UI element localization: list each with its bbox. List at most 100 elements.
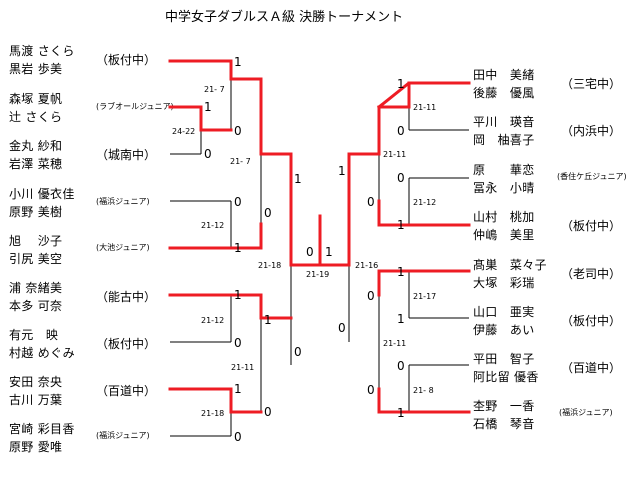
left-pair-8-player-2: 古川 万葉 xyxy=(9,393,63,407)
right-pair-6-player-2: 伊藤 あい xyxy=(473,323,535,337)
right-pair-7-team: （百道中） xyxy=(561,361,622,375)
right-pair-5-player-1: 髙巣 菜々子 xyxy=(473,258,547,272)
right-pair-2-player-2: 岡 柚喜子 xyxy=(473,133,535,147)
left-pair-9-player-1: 宮崎 彩目香 xyxy=(9,422,75,436)
score-l-r1b: 21-12 xyxy=(201,316,225,325)
left-pair-6-team: （能古中） xyxy=(96,290,157,304)
set-l-g: 0 xyxy=(234,336,242,350)
right-pair-4-player-2: 仲嶋 美里 xyxy=(473,228,535,242)
right-pair-1-player-1: 田中 美緒 xyxy=(473,68,535,82)
right-pair-8-player-2: 石橋 琴音 xyxy=(473,417,535,431)
set-l-a-top: 1 xyxy=(234,55,242,69)
right-pair-5-player-2: 大塚 彩瑞 xyxy=(473,276,535,290)
left-pair-5-player-1: 旭 沙子 xyxy=(9,234,63,248)
score-l-r1: 21- 7 xyxy=(204,85,225,94)
right-pair-1-team: （三宅中） xyxy=(561,77,622,91)
right-pair-1-player-2: 後藤 優風 xyxy=(473,86,535,100)
set-r-c: 0 xyxy=(397,171,405,185)
set-l-fg: 1 xyxy=(264,313,272,327)
right-pair-3-team: (香住ケ丘ジュニア) xyxy=(557,172,627,181)
set-r-e: 1 xyxy=(397,265,405,279)
set-r-d: 1 xyxy=(397,218,405,232)
left-pair-2-team: (ラブオールジュニア) xyxy=(96,102,174,111)
score-r-r1b: 21-12 xyxy=(413,198,437,207)
score-l-r2c: 21-11 xyxy=(231,363,255,372)
set-l-f: 1 xyxy=(234,288,242,302)
right-pair-8-player-1: 杢野 一香 xyxy=(473,399,535,413)
set-final-left: 0 xyxy=(306,245,314,259)
score-r-r1d: 21- 8 xyxy=(413,386,434,395)
left-pair-3-player-1: 金丸 紗和 xyxy=(9,139,63,153)
score-r-r2a: 21-11 xyxy=(383,150,407,159)
left-pair-5-player-2: 引尻 美空 xyxy=(9,252,63,266)
set-r-g: 0 xyxy=(397,359,405,373)
left-pair-4-player-2: 原野 美樹 xyxy=(9,205,63,219)
left-pair-8-team: （百道中） xyxy=(96,384,157,398)
set-l-c: 0 xyxy=(294,345,302,359)
set-r-f: 0 xyxy=(367,289,375,303)
score-l-r2a: 21- 7 xyxy=(230,157,251,166)
score-final: 21-19 xyxy=(306,270,330,279)
score-l-r2d: 21-18 xyxy=(201,409,225,418)
left-pair-3-team: （城南中） xyxy=(96,148,157,162)
set-l-ab-win: 1 xyxy=(294,172,302,186)
left-pair-1-player-1: 馬渡 さくら xyxy=(9,44,75,58)
set-l-d: 0 xyxy=(234,195,242,209)
left-pair-6-player-2: 本多 可奈 xyxy=(9,299,63,313)
left-pair-9-player-2: 原野 愛唯 xyxy=(9,440,63,454)
set-l-e: 1 xyxy=(234,241,242,255)
right-pair-3-player-1: 原 華恋 xyxy=(473,163,535,177)
page-title: 中学女子ダブルスＡ級 決勝トーナメント xyxy=(165,10,404,25)
left-pair-1-team: （板付中） xyxy=(96,53,157,67)
set-final-right: 1 xyxy=(325,245,333,259)
left-pair-9-team: (福浜ジュニア) xyxy=(96,431,150,440)
right-pair-6-team: （板付中） xyxy=(561,314,622,328)
score-r-r2b: 21-11 xyxy=(383,339,407,348)
set-l-a-bot: 0 xyxy=(234,124,242,138)
left-pair-3-player-2: 岩澤 菜穂 xyxy=(9,157,63,171)
set-l-h: 0 xyxy=(234,430,242,444)
score-r-r1c: 21-17 xyxy=(413,292,437,301)
left-pair-4-player-1: 小川 優衣佳 xyxy=(9,187,75,201)
left-pair-6-player-1: 浦 奈緒美 xyxy=(9,281,63,295)
left-pair-1-player-2: 黒岩 歩美 xyxy=(9,62,63,76)
left-pair-7-team: （板付中） xyxy=(96,337,157,351)
right-pair-2-team: （内浜中） xyxy=(561,124,622,138)
set-l-pre-bot: 0 xyxy=(204,147,212,161)
set-r-efgh: 0 xyxy=(338,321,346,335)
set-r-cd: 0 xyxy=(367,195,375,209)
score-l-pre: 24-22 xyxy=(172,127,196,136)
score-l-r2b: 21-12 xyxy=(201,221,225,230)
set-r-ef: 1 xyxy=(397,312,405,326)
score-r-semi: 21-16 xyxy=(355,261,379,270)
right-pair-8-team: (福浜ジュニア) xyxy=(559,408,613,417)
left-pair-7-player-2: 村越 めぐみ xyxy=(9,346,75,360)
right-pair-7-player-1: 平田 智子 xyxy=(473,352,535,366)
left-pair-7-player-1: 有元 映 xyxy=(9,328,59,342)
left-pair-2-player-1: 森塚 夏帆 xyxy=(9,92,63,106)
score-r-r1a: 21-11 xyxy=(413,103,437,112)
score-l-semi: 21-18 xyxy=(258,261,282,270)
left-pair-8-player-1: 安田 奈央 xyxy=(9,375,63,389)
set-l-cd: 0 xyxy=(264,206,272,220)
right-pair-2-player-1: 平川 瑛音 xyxy=(473,115,535,129)
left-pair-2-player-2: 辻 さくら xyxy=(9,110,63,124)
set-r-h: 1 xyxy=(397,406,405,420)
left-pair-4-team: (福浜ジュニア) xyxy=(96,197,150,206)
set-r-b: 0 xyxy=(397,124,405,138)
right-pair-4-player-1: 山村 桃加 xyxy=(473,210,535,224)
right-pair-6-player-1: 山口 亜実 xyxy=(473,305,535,319)
right-pair-3-player-2: 冨永 小晴 xyxy=(473,181,535,195)
set-l-i: 1 xyxy=(234,382,242,396)
set-r-ab: 1 xyxy=(338,164,346,178)
right-pair-5-team: （老司中） xyxy=(561,267,622,281)
set-l-hi: 0 xyxy=(264,405,272,419)
set-r-a: 1 xyxy=(397,77,405,91)
set-r-gh: 0 xyxy=(367,383,375,397)
right-pair-4-team: （板付中） xyxy=(561,219,622,233)
set-l-pre-top: 1 xyxy=(204,100,212,114)
right-pair-7-player-2: 阿比留 優香 xyxy=(473,370,539,384)
left-pair-5-team: (大池ジュニア) xyxy=(96,243,150,252)
